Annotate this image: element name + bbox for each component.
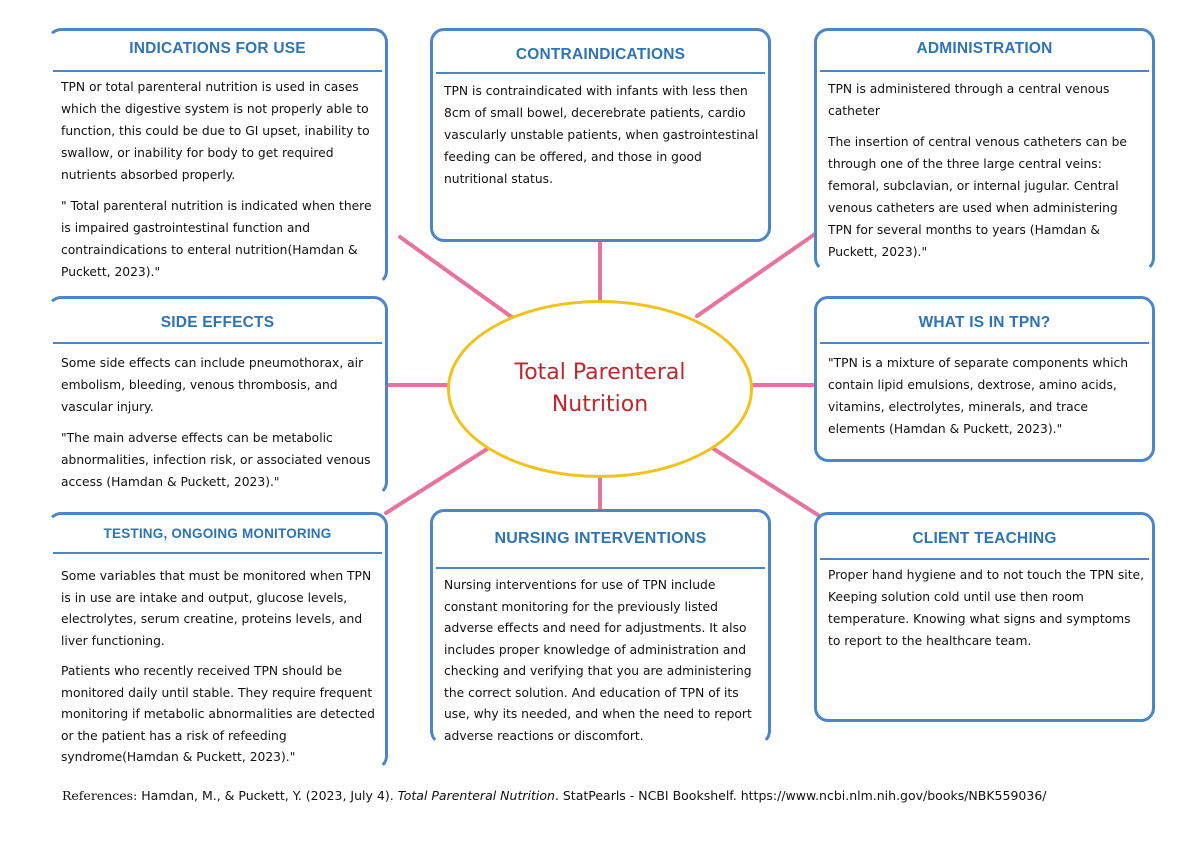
box-body: Some variables that must be monitored wh… <box>61 566 378 778</box>
box-title: CONTRAINDICATIONS <box>515 46 686 63</box>
box-body: TPN is administered through a central ve… <box>828 78 1145 272</box>
paragraph: TPN is contraindicated with infants with… <box>444 84 759 186</box>
paragraph: Nursing interventions for use of TPN inc… <box>444 578 752 743</box>
paragraph: "TPN is a mixture of separate components… <box>828 356 1129 436</box>
paragraph: " Total parenteral nutrition is indicate… <box>61 199 372 279</box>
title-divider <box>436 72 765 74</box>
side-effects-box: SIDE EFFECTS Some side effects can inclu… <box>47 296 388 496</box>
paragraph: "The main adverse effects can be metabol… <box>61 431 371 489</box>
title-divider <box>436 567 765 569</box>
connector-administration <box>695 232 817 318</box>
box-title: NURSING INTERVENTIONS <box>494 530 707 547</box>
references-label: References: <box>62 788 138 803</box>
box-body: "TPN is a mixture of separate components… <box>828 352 1145 449</box>
box-title: SIDE EFFECTS <box>160 314 275 331</box>
title-divider <box>820 558 1149 560</box>
title-divider <box>820 342 1149 344</box>
connector-indications <box>398 235 515 320</box>
title-divider <box>53 70 382 72</box>
box-title: ADMINISTRATION <box>916 40 1053 57</box>
paragraph: Some variables that must be monitored wh… <box>61 569 372 648</box>
references: References: Hamdan, M., & Puckett, Y. (2… <box>62 788 1162 803</box>
what-is-in-tpn-box: WHAT IS IN TPN? "TPN is a mixture of sep… <box>814 296 1155 462</box>
paragraph: TPN or total parenteral nutrition is use… <box>61 80 370 182</box>
paragraph: Proper hand hygiene and to not touch the… <box>828 568 1144 648</box>
nursing-interventions-box: NURSING INTERVENTIONS Nursing interventi… <box>430 509 771 745</box>
connector-teaching <box>696 437 820 517</box>
references-title: Total Parenteral Nutrition <box>397 788 555 803</box>
box-body: Some side effects can include pneumothor… <box>61 352 378 502</box>
contraindications-box: CONTRAINDICATIONS TPN is contraindicated… <box>430 28 771 242</box>
box-body: Proper hand hygiene and to not touch the… <box>828 564 1145 661</box>
title-divider <box>820 70 1149 72</box>
paragraph: TPN is administered through a central ve… <box>828 82 1110 118</box>
box-body: TPN is contraindicated with infants with… <box>444 80 761 199</box>
title-divider <box>53 552 382 554</box>
box-title: TESTING, ONGOING MONITORING <box>103 525 332 541</box>
connector-testing <box>384 435 508 515</box>
client-teaching-box: CLIENT TEACHING Proper hand hygiene and … <box>814 512 1155 722</box>
testing-box: TESTING, ONGOING MONITORING Some variabl… <box>47 512 388 770</box>
box-body: TPN or total parenteral nutrition is use… <box>61 76 378 292</box>
box-title: CLIENT TEACHING <box>912 530 1057 547</box>
references-source: . StatPearls - NCBI Bookshelf. https://w… <box>554 788 1047 803</box>
box-body: Nursing interventions for use of TPN inc… <box>444 575 761 756</box>
indications-box: INDICATIONS FOR USE TPN or total parente… <box>47 28 388 285</box>
paragraph: Some side effects can include pneumothor… <box>61 356 364 414</box>
center-oval: Total Parenteral Nutrition <box>447 300 753 478</box>
paragraph: The insertion of central venous catheter… <box>828 135 1127 259</box>
title-divider <box>53 342 382 344</box>
paragraph: Patients who recently received TPN shoul… <box>61 664 375 764</box>
administration-box: ADMINISTRATION TPN is administered throu… <box>814 28 1155 272</box>
box-title: WHAT IS IN TPN? <box>918 314 1051 331</box>
box-title: INDICATIONS FOR USE <box>129 40 306 57</box>
references-authors: Hamdan, M., & Puckett, Y. (2023, July 4)… <box>137 788 398 803</box>
center-title: Total Parenteral Nutrition <box>514 360 686 417</box>
